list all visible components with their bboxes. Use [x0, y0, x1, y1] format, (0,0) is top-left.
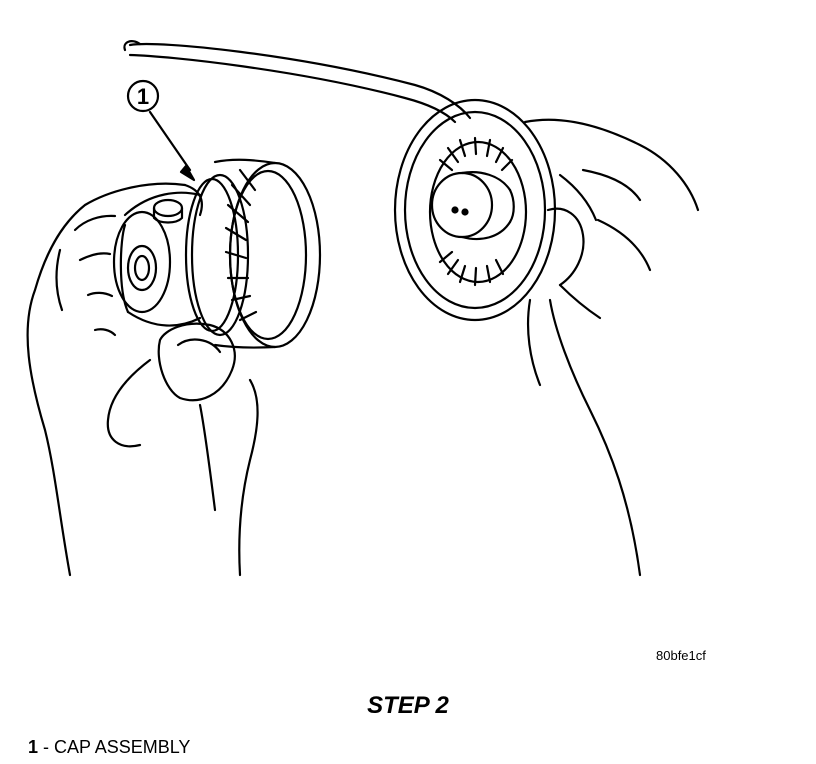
callout-leader — [148, 110, 192, 172]
callout-number: 1 — [137, 84, 149, 109]
reference-code: 80bfe1cf — [656, 648, 706, 663]
retaining-strap — [128, 42, 472, 120]
service-illustration: 1 — [26, 40, 700, 577]
legend-label: CAP ASSEMBLY — [54, 737, 191, 757]
step-title: STEP 2 — [367, 692, 449, 719]
left-hand — [26, 182, 259, 577]
callout-circle — [126, 79, 160, 113]
housing — [393, 98, 557, 322]
cap-assembly — [112, 158, 322, 349]
right-hand — [523, 118, 700, 577]
legend-separator: - — [38, 737, 55, 757]
legend: 1 - CAP ASSEMBLY — [28, 737, 190, 758]
legend-number: 1 — [28, 737, 39, 757]
